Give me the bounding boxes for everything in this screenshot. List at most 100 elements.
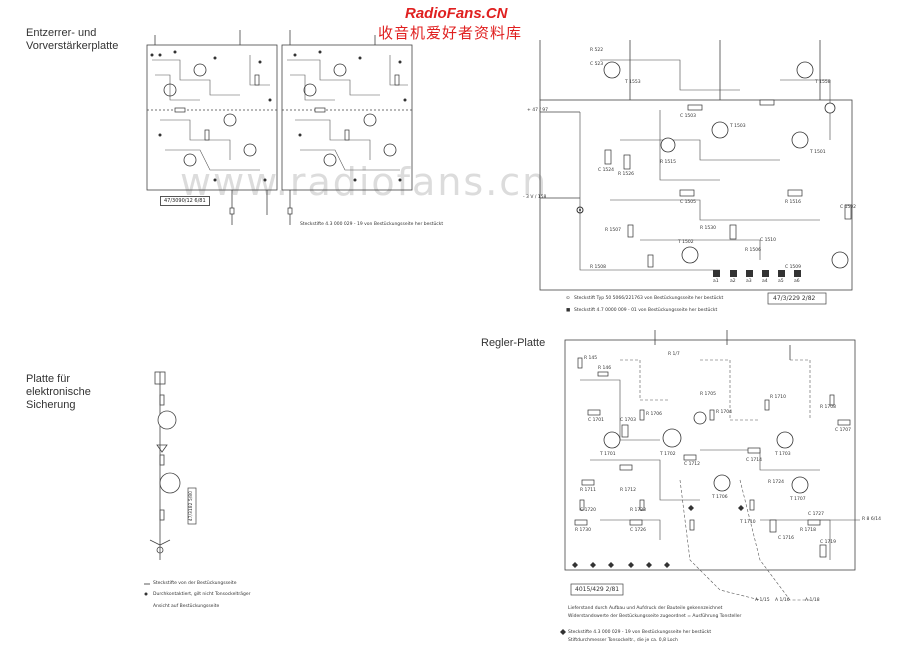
rg-comp-14: T 1707 bbox=[790, 497, 806, 502]
sicherung-board-label: 47/3182 5/80 bbox=[189, 491, 194, 522]
rg-comp-18: C 1712 bbox=[684, 462, 701, 467]
vv-comp-5: R 1526 bbox=[618, 172, 635, 177]
rg-comp-11: T 1703 bbox=[775, 452, 791, 457]
rg-comp-8: R 1704 bbox=[716, 410, 733, 415]
watermark-ghost: www.radiofans.cn bbox=[180, 160, 549, 204]
terminal-a4: a4 bbox=[762, 279, 768, 284]
regler-dashed bbox=[620, 359, 811, 601]
vv-comp-7: T 1503 bbox=[730, 124, 746, 129]
vv-comp-8: R 1515 bbox=[660, 160, 677, 165]
vorverstaerker-transistors bbox=[603, 61, 849, 269]
regler-bottom-3: A 1/18 bbox=[805, 598, 820, 603]
regler-frame bbox=[564, 330, 856, 571]
vv-comp-0: R 522 bbox=[590, 48, 604, 53]
vv-comp-2: T 1553 bbox=[625, 80, 641, 85]
rg-comp-6: R 1706 bbox=[646, 412, 663, 417]
regler-resistors bbox=[577, 357, 835, 531]
vv-comp-4: C 1524 bbox=[598, 168, 615, 173]
vorverstaerker-label-box bbox=[767, 292, 827, 305]
watermark-subtitle: 收音机爱好者资料库 bbox=[378, 25, 523, 42]
rg-comp-7: C 1703 bbox=[620, 418, 637, 423]
voltage-label-1: + 47 / 97 bbox=[527, 108, 549, 113]
vorverstaerker-note-1: Steckstift Typ 50 5066/221763 von Bestüc… bbox=[574, 296, 724, 301]
rg-comp-24: R 1723 bbox=[630, 508, 647, 513]
regler-note-2: Widerstandswerte der Bestückungsseite zu… bbox=[568, 614, 742, 619]
rg-comp-27: R 1730 bbox=[575, 528, 592, 533]
entzerrer-resistors bbox=[174, 74, 400, 215]
vv-comp-11: R 1530 bbox=[700, 226, 717, 231]
terminal-a3: a3 bbox=[746, 279, 752, 284]
vv-comp-14: R 1507 bbox=[605, 228, 622, 233]
vv-comp-18: R 1508 bbox=[590, 265, 607, 270]
vv-comp-9: C 1505 bbox=[680, 200, 697, 205]
voltage-label-2: - 3 V / 158 bbox=[523, 195, 547, 200]
rg-comp-13: C 1707 bbox=[835, 428, 852, 433]
sicherung-title-1: Platte für bbox=[26, 373, 71, 385]
vorverstaerker-caps bbox=[604, 99, 852, 268]
entzerrer-pcb bbox=[146, 30, 413, 225]
terminal-a6: a6 bbox=[794, 279, 800, 284]
vorverstaerker-note-1-symbol: ⊙ bbox=[566, 296, 570, 301]
rg-comp-1: R 146 bbox=[598, 366, 612, 371]
regler-bottom-2: A 1/16 bbox=[775, 598, 790, 603]
rg-comp-0: R 145 bbox=[584, 356, 598, 361]
vorverstaerker-terminals bbox=[576, 206, 801, 277]
vv-comp-12: T 1502 bbox=[678, 240, 694, 245]
terminal-a1: a1 bbox=[713, 279, 719, 284]
vorverstaerker-note-2: Steckstift 4.7 0000 009 - 01 von Bestück… bbox=[574, 308, 718, 313]
rg-comp-20: C 1716 bbox=[778, 536, 795, 541]
regler-caps bbox=[574, 409, 851, 558]
rg-comp-29: C 1727 bbox=[808, 512, 825, 517]
sicherung-title-3: Sicherung bbox=[26, 399, 76, 411]
regler-terminals bbox=[560, 505, 744, 635]
vv-comp-17: C 1509 bbox=[785, 265, 802, 270]
rg-comp-9: R 1705 bbox=[700, 392, 717, 397]
vv-comp-16: C 1510 bbox=[760, 238, 777, 243]
entzerrer-traces bbox=[152, 55, 408, 171]
rg-comp-16: R 1712 bbox=[620, 488, 637, 493]
entzerrer-title-2: Vorverstärkerplatte bbox=[26, 40, 119, 52]
sicherung-legend-2: Durchkontaktiert, gilt nicht Tonsockeltr… bbox=[153, 592, 251, 597]
sicherung-pcb bbox=[149, 371, 181, 560]
sicherung-legend-marks bbox=[144, 583, 150, 596]
vorverstaerker-board-label: 47/3/229 2/82 bbox=[773, 295, 816, 302]
entzerrer-note: Steckstifte 4.3 000 029 - 19 von Bestück… bbox=[300, 222, 444, 227]
vv-comp-15: R 1506 bbox=[745, 248, 762, 253]
regler-note-4: Stiftdurchmesser Tonsockeltr., die je ca… bbox=[568, 638, 678, 643]
regler-note-1: Lieferstand durch Aufbau und Aufdruck de… bbox=[568, 606, 723, 611]
entzerrer-title-1: Entzerrer- und bbox=[26, 27, 97, 39]
regler-board-label: 4015/429 2/81 bbox=[575, 586, 620, 593]
sicherung-legend-1: Steckstifte von der Bestückungsseite bbox=[153, 581, 237, 586]
rg-comp-2: R 1/7 bbox=[668, 352, 680, 357]
entzerrer-board-label: 47/3090/12 6/81 bbox=[160, 196, 210, 206]
rg-comp-19: C 1714 bbox=[746, 458, 763, 463]
entzerrer-pads bbox=[150, 50, 407, 182]
rg-comp-23: C 1720 bbox=[580, 508, 597, 513]
rg-comp-22: C 1719 bbox=[820, 540, 837, 545]
rg-comp-15: R 1711 bbox=[580, 488, 597, 493]
watermark-site: RadioFans.CN bbox=[405, 5, 508, 22]
sicherung-label-box bbox=[187, 487, 197, 525]
regler-bottom-1: A 1/15 bbox=[755, 598, 770, 603]
vv-comp-10: R 1516 bbox=[785, 200, 802, 205]
vv-comp-6: C 1503 bbox=[680, 114, 697, 119]
rg-comp-3: C 1701 bbox=[588, 418, 605, 423]
regler-label-box bbox=[570, 583, 624, 596]
regler-title: Regler-Platte bbox=[481, 337, 546, 349]
sicherung-legend-3: Ansicht auf Bestückungsseite bbox=[153, 604, 220, 609]
vv-comp-19: C 1502 bbox=[840, 205, 857, 210]
vv-comp-1: C 523 bbox=[590, 62, 604, 67]
rg-comp-26: T 1710 bbox=[740, 520, 756, 525]
regler-transistors bbox=[603, 411, 809, 494]
regler-traces bbox=[580, 379, 860, 560]
vv-comp-3: T 1558 bbox=[815, 80, 831, 85]
regler-note-3: Steckstifte 4.3 000 029 - 19 von Bestück… bbox=[568, 630, 712, 635]
terminal-a2: a2 bbox=[730, 279, 736, 284]
vv-comp-13: T 1501 bbox=[810, 150, 826, 155]
rg-comp-5: T 1702 bbox=[660, 452, 676, 457]
vorverstaerker-note-2-symbol: ■ bbox=[566, 308, 571, 313]
terminal-a5: a5 bbox=[778, 279, 784, 284]
vorverstaerker-traces bbox=[579, 59, 831, 271]
rg-comp-21: R 1718 bbox=[800, 528, 817, 533]
